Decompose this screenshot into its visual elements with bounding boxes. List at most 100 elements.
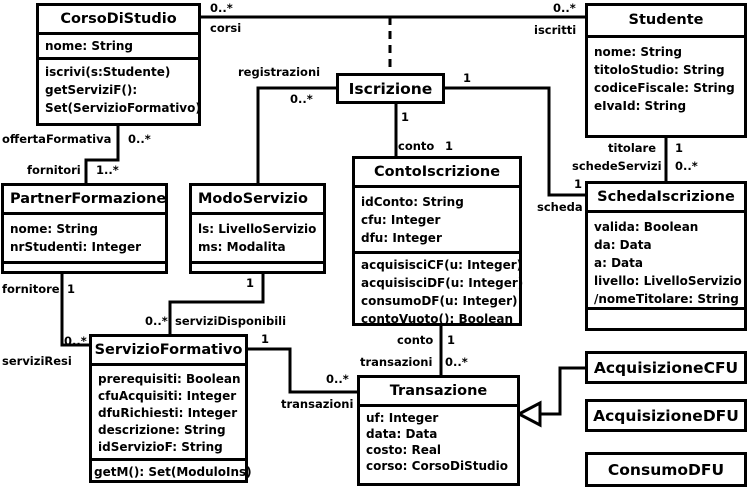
- operation: contoVuoto(): Boolean: [361, 312, 513, 326]
- generalization-arrowhead: [515, 400, 542, 428]
- attribute: nome: String: [594, 45, 682, 59]
- attribute: /nomeTitolare: String: [594, 292, 739, 306]
- class-acquisizione-dfu[interactable]: AcquisizioneDFU: [585, 399, 747, 432]
- multiplicity-label: 0..*: [553, 1, 576, 15]
- multiplicity-label: 0..*: [128, 132, 151, 146]
- class-title: Transazione: [360, 378, 517, 407]
- attribute: uf: Integer: [366, 411, 439, 425]
- operation: acquisisciDF(u: Integer): [361, 276, 524, 290]
- multiplicity-label: 1: [463, 71, 472, 85]
- class-transazione[interactable]: Transazione uf: Integer data: Data costo…: [357, 375, 520, 486]
- multiplicity-label: 0..*: [210, 1, 233, 15]
- role-label: schedeServizi: [572, 159, 662, 173]
- class-partner-formazione[interactable]: PartnerFormazione nome: String nrStudent…: [1, 183, 168, 274]
- operation: consumoDF(u: Integer): [361, 294, 518, 308]
- class-title: Studente: [588, 6, 744, 38]
- class-title: SchedaIscrizione: [588, 184, 744, 213]
- operations: [4, 264, 165, 272]
- operations: iscrivi(s:Studente) getServiziF(): Set(S…: [39, 60, 201, 121]
- attributes: prerequisiti: Boolean cfuAcquisiti: Inte…: [92, 366, 245, 461]
- multiplicity-label: 1: [67, 282, 76, 296]
- attributes: idConto: String cfu: Integer dfu: Intege…: [355, 188, 519, 254]
- class-title: ContoIscrizione: [355, 159, 519, 188]
- attribute: ms: Modalita: [198, 240, 286, 254]
- role-label: serviziDisponibili: [175, 314, 287, 328]
- multiplicity-label: 1: [447, 333, 456, 347]
- operation: getM(): Set(ModuloIns): [94, 465, 252, 479]
- role-label: transazioni: [281, 397, 354, 411]
- operations: [192, 264, 323, 272]
- attribute: descrizione: String: [98, 423, 226, 437]
- role-label: offertaFormativa: [2, 132, 112, 146]
- multiplicity-label: 1: [675, 141, 684, 155]
- attribute: dfu: Integer: [361, 231, 442, 245]
- role-label: transazioni: [360, 355, 433, 369]
- class-iscrizione[interactable]: Iscrizione: [336, 73, 445, 104]
- attribute: titoloStudio: String: [594, 63, 725, 77]
- operation: iscrivi(s:Studente): [45, 65, 171, 79]
- attribute: da: Data: [594, 238, 652, 252]
- assoc-modo-iscrizione: [256, 86, 337, 186]
- class-title: ModoServizio: [192, 186, 323, 215]
- class-title: CorsoDiStudio: [39, 6, 198, 35]
- multiplicity-label: 1: [246, 276, 255, 290]
- role-label: iscritti: [534, 23, 577, 37]
- multiplicity-label: 1..*: [96, 163, 119, 177]
- multiplicity-label: 1: [261, 332, 270, 346]
- role-label: registrazioni: [238, 65, 321, 79]
- class-servizio-formativo[interactable]: ServizioFormativo prerequisiti: Boolean …: [89, 334, 252, 483]
- class-title: PartnerFormazione: [4, 186, 166, 215]
- attribute: idConto: String: [361, 195, 464, 209]
- class-studente[interactable]: Studente nome: String titoloStudio: Stri…: [585, 3, 747, 138]
- attribute: cfuAcquisiti: Integer: [98, 389, 237, 403]
- attribute: data: Data: [366, 427, 438, 441]
- class-corso-di-studio[interactable]: CorsoDiStudio nome: String iscrivi(s:Stu…: [36, 3, 201, 126]
- attributes: nome: String titoloStudio: String codice…: [588, 38, 744, 119]
- attributes: nome: String nrStudenti: Integer: [4, 215, 165, 264]
- role-label: titolare: [608, 141, 657, 155]
- role-label: conto: [397, 333, 434, 347]
- class-conto-iscrizione[interactable]: ContoIscrizione idConto: String cfu: Int…: [352, 156, 523, 326]
- attribute: costo: Real: [366, 443, 442, 457]
- attribute: corso: CorsoDiStudio: [366, 459, 508, 473]
- assoc-iscrizione-scheda: [443, 86, 586, 197]
- attributes: uf: Integer data: Data costo: Real corso…: [360, 407, 517, 478]
- multiplicity-label: 1: [445, 139, 454, 153]
- role-label: corsi: [210, 21, 242, 35]
- attribute: cfu: Integer: [361, 213, 441, 227]
- attribute: eIvaId: String: [594, 99, 687, 113]
- class-scheda-iscrizione[interactable]: SchedaIscrizione valida: Boolean da: Dat…: [585, 181, 747, 331]
- operations: acquisisciCF(u: Integer) acquisisciDF(u:…: [355, 254, 524, 332]
- assoc-partner-servizio: [60, 273, 90, 347]
- role-label: conto: [398, 139, 435, 153]
- generalization-lines: [540, 366, 586, 416]
- multiplicity-label: 0..*: [64, 334, 87, 348]
- attribute: nome: String: [10, 222, 98, 236]
- assoc-modo-servizio: [168, 272, 265, 335]
- attributes: ls: LivelloServizio ms: Modalita: [192, 215, 323, 264]
- attribute: dfuRichiesti: Integer: [98, 406, 238, 420]
- role-label: scheda: [537, 200, 583, 214]
- attribute: idServizioF: String: [98, 440, 223, 454]
- multiplicity-label: 1: [401, 110, 410, 124]
- assoc-corso-partner: [84, 125, 120, 184]
- attribute: codiceFiscale: String: [594, 81, 735, 95]
- operation: Set(ServizioFormativo): [45, 101, 201, 115]
- multiplicity-label: 0..*: [326, 372, 349, 386]
- multiplicity-label: 0..*: [290, 92, 313, 106]
- attribute: prerequisiti: Boolean: [98, 372, 241, 386]
- multiplicity-label: 0..*: [675, 159, 698, 173]
- attributes: nome: String: [39, 35, 198, 60]
- multiplicity-label: 1: [574, 177, 583, 191]
- assoc-servizio-transazione: [246, 347, 358, 394]
- class-title: ServizioFormativo: [92, 337, 245, 366]
- class-acquisizione-cfu[interactable]: AcquisizioneCFU: [585, 351, 747, 384]
- operation: acquisisciCF(u: Integer): [361, 258, 523, 272]
- class-modo-servizio[interactable]: ModoServizio ls: LivelloServizio ms: Mod…: [189, 183, 326, 274]
- role-label: fornitore: [2, 282, 60, 296]
- multiplicity-label: 0..*: [445, 355, 468, 369]
- class-consumo-dfu[interactable]: ConsumoDFU: [585, 452, 747, 487]
- attribute: nrStudenti: Integer: [10, 240, 142, 254]
- attribute: ls: LivelloServizio: [198, 222, 317, 236]
